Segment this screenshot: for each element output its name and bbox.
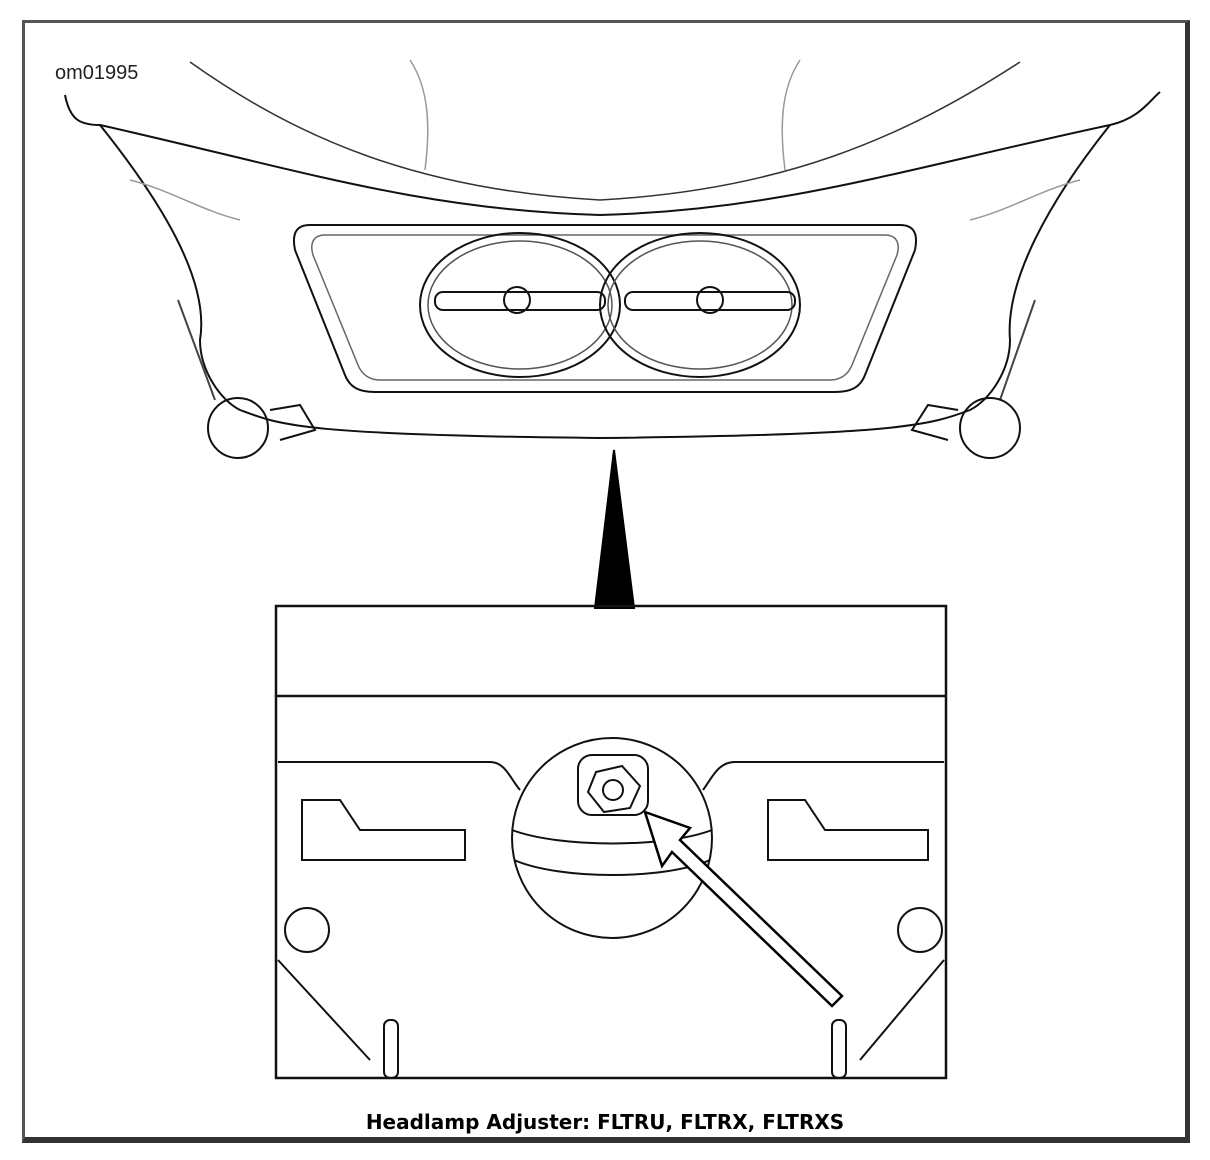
pointer-wedge	[593, 449, 636, 609]
figure-id-label: om01995	[55, 62, 139, 84]
adjuster-arrow	[643, 809, 844, 1008]
detail-inset	[274, 604, 948, 1080]
fairing-illustration	[64, 59, 1161, 440]
figure-caption: Headlamp Adjuster: FLTRU, FLTRX, FLTRXS	[365, 1110, 845, 1134]
headlamp-nacelle	[292, 224, 918, 393]
mirrors	[207, 397, 1021, 459]
